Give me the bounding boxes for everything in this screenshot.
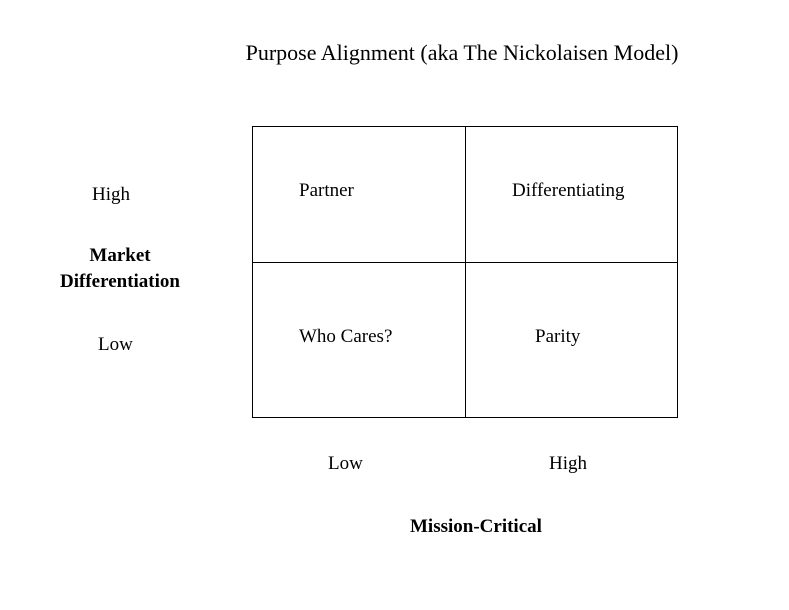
y-axis-title-line1: Market [89,245,151,266]
diagram-title: Purpose Alignment (aka The Nickolaisen M… [245,40,679,65]
quadrant-partner: Partner [299,180,354,201]
vertical-divider [465,127,466,417]
quadrant-who-cares: Who Cares? [299,326,393,347]
x-axis-title: Mission-Critical [410,516,542,537]
quadrant-parity: Parity [535,326,581,347]
horizontal-divider [253,262,677,263]
quadrant-grid [252,126,678,418]
y-axis-title: Market Differentiation [40,243,200,295]
x-axis-high-label: High [549,453,587,474]
x-axis-low-label: Low [328,453,363,474]
y-axis-high-label: High [92,184,130,205]
y-axis-title-line2: Differentiation [60,271,180,292]
quadrant-differentiating: Differentiating [512,180,625,201]
y-axis-low-label: Low [98,334,133,355]
